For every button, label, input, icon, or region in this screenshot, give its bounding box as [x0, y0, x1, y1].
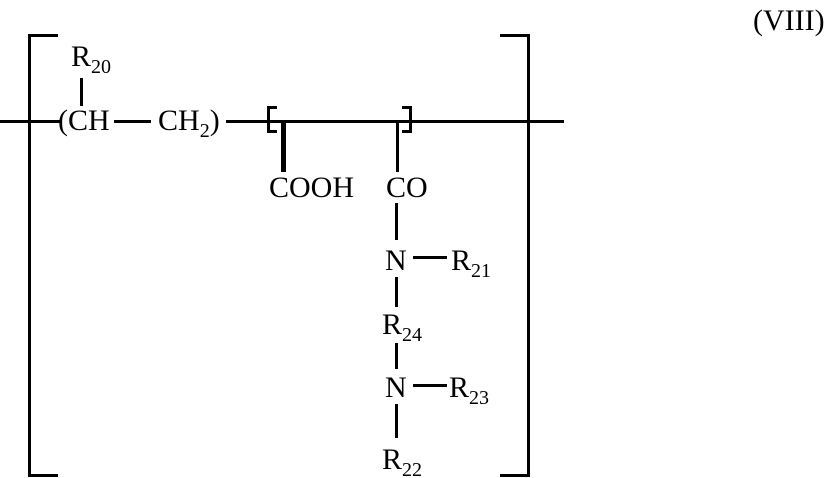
substituent-r24: R24	[382, 308, 423, 346]
atom-n-upper: N	[385, 244, 407, 277]
inner-bracket-right-top-arm	[402, 106, 412, 109]
outer-bracket-left-top-arm	[28, 34, 58, 37]
substituent-r21: R21	[451, 244, 492, 282]
group-cooh: COOH	[269, 171, 355, 204]
backbone-bond-left-segment	[0, 120, 60, 123]
bond-r20-ch	[80, 78, 83, 106]
bond-n-r21	[413, 256, 447, 259]
inner-bracket-left-stem	[267, 106, 270, 133]
ch2-subscript: 2	[199, 120, 210, 142]
r23-symbol: R	[449, 371, 470, 404]
bond-n-r22	[395, 404, 398, 438]
inner-bracket-right-stem	[409, 106, 412, 133]
r22-subscript: 22	[402, 459, 423, 478]
r24-symbol: R	[382, 308, 403, 341]
outer-bracket-right-stem	[527, 34, 530, 477]
r20-symbol: R	[71, 40, 92, 73]
r21-subscript: 21	[471, 260, 492, 282]
outer-bracket-right-bottom-arm	[500, 474, 530, 477]
inner-bracket-left-bottom-arm	[267, 130, 277, 133]
outer-bracket-left-stem	[28, 34, 31, 477]
inner-bracket-right-bottom-arm	[402, 130, 412, 133]
substituent-r22: R22	[382, 445, 422, 478]
r23-subscript: 23	[469, 387, 490, 409]
ch2-close-paren: )	[209, 104, 220, 137]
formula-number-label: (VIII)	[753, 4, 825, 37]
substituent-r23: R23	[449, 371, 490, 409]
bond-ch-ch2	[114, 120, 151, 123]
r22-symbol: R	[382, 443, 403, 476]
bond-r24-n	[395, 343, 398, 369]
substituent-r20: R20	[71, 40, 112, 78]
bond-n-r23	[413, 384, 447, 387]
ch2-main: CH	[158, 104, 200, 137]
backbone-bond-right-segment	[226, 120, 564, 123]
outer-bracket-left-bottom-arm	[28, 474, 58, 477]
bond-co-n	[395, 203, 398, 240]
bond-n-r24	[395, 277, 398, 307]
group-co: CO	[386, 171, 428, 204]
r21-symbol: R	[451, 244, 472, 277]
bond-backbone-co	[396, 120, 399, 172]
backbone-unit-ch2: CH2)	[158, 104, 220, 142]
backbone-unit-open: (CH	[58, 104, 110, 137]
r20-subscript: 20	[91, 56, 112, 78]
outer-bracket-right-top-arm	[500, 34, 530, 37]
atom-n-lower: N	[385, 371, 407, 404]
inner-bracket-left-top-arm	[267, 106, 277, 109]
r24-subscript: 24	[402, 324, 423, 346]
bond-backbone-cooh	[281, 120, 286, 172]
